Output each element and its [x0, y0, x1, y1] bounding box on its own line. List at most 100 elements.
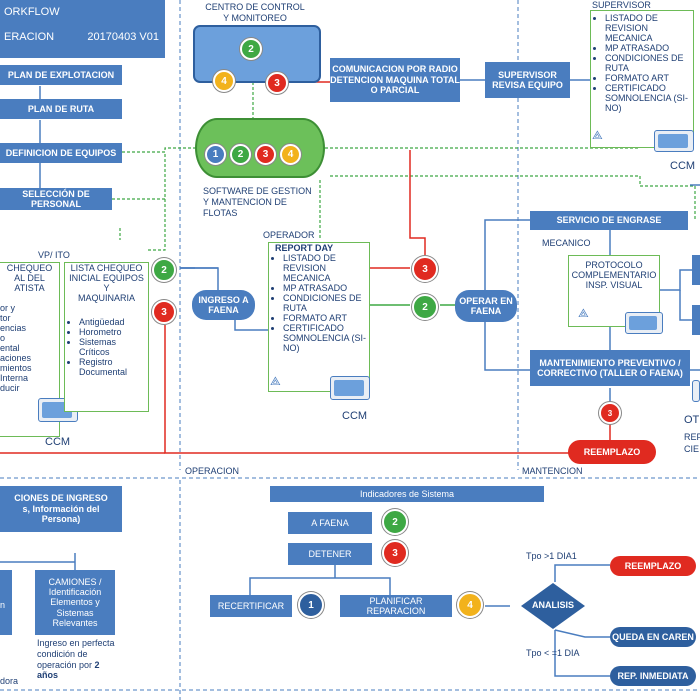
supervisor-doc-item: CERTIFICADO SOMNOLENCIA (SI-NO) [605, 83, 693, 113]
section-mantencion: MANTENCION [522, 466, 583, 476]
plan-explotacion-box: PLAN DE EXPLOTACION [0, 65, 122, 85]
report-day-item: CERTIFICADO SOMNOLENCIA (SI-NO) [283, 323, 369, 353]
software-circle-4: 4 [280, 144, 301, 165]
lista-doc-list: Antigüedad Horometro Sistemas Críticos R… [65, 317, 148, 377]
software-circle-1: 1 [205, 144, 226, 165]
queda-caren-node: QUEDA EN CAREN [610, 627, 696, 647]
header-banner: ORKFLOW ERACION 20170403 V01 [0, 0, 165, 58]
operador-label: OPERADOR [263, 230, 315, 240]
header-title-1: ORKFLOW [4, 6, 60, 18]
header-title-2: ERACION [4, 30, 55, 43]
section-operacion: OPERACION [185, 466, 240, 476]
left-doc-title: CHEQUEO AL DEL ATISTA [6, 263, 53, 293]
supervisor-doc-list: LISTADO DE REVISION MECANICA MP ATRASADO… [591, 13, 693, 113]
lista-doc-item: Sistemas Críticos [79, 337, 148, 357]
lista-doc-item: Registro Documental [79, 357, 148, 377]
report-day-doc: REPORT DAY LISTADO DE REVISION MECANICA … [268, 242, 370, 392]
logo-icon: ⟁ [270, 374, 281, 388]
mantenimiento-box: MANTENIMIENTO PREVENTIVO / CORRECTIVO (T… [530, 350, 690, 386]
reemplazo-bottom-node: REEMPLAZO [610, 556, 696, 576]
right-cut-rep: REP [684, 432, 700, 442]
analisis-diamond [521, 583, 585, 629]
ingreso-note-text: Ingreso en perfecta condición de operaci… [37, 638, 115, 670]
centro-control-label: CENTRO DE CONTROL Y MONITOREO [205, 2, 305, 23]
software-label: SOFTWARE DE GESTION Y MANTENCION DE FLOT… [203, 186, 312, 218]
mant-circle-3: 3 [599, 402, 621, 424]
right-cut-box [692, 305, 700, 335]
comunicacion-box: COMUNICACION POR RADIO DETENCION MAQUINA… [330, 58, 460, 102]
report-day-item: MP ATRASADO [283, 283, 369, 293]
analisis-label: ANALISIS [531, 600, 574, 610]
seleccion-personal-box: SELECCIÓN DE PERSONAL [0, 188, 112, 210]
a-faena-box: A FAENA [288, 512, 372, 534]
ingreso-faena-node: INGRESO A FAENA [192, 290, 255, 320]
supervisor-doc: LISTADO DE REVISION MECANICA MP ATRASADO… [590, 10, 694, 148]
reemplazo-top-node: REEMPLAZO [568, 440, 656, 464]
tablet-icon [625, 312, 663, 334]
supervisor-doc-item: FORMATO ART [605, 73, 693, 83]
header-version: 20170403 V01 [87, 30, 159, 43]
left-doc-item: encias [0, 323, 27, 333]
cut-box [0, 570, 12, 635]
flow-circle-3: 3 [152, 300, 176, 324]
left-doc-item: o [0, 333, 6, 343]
left-doc-item: aciones [0, 353, 32, 363]
lista-chequeo-doc: LISTA CHEQUEO INICIAL EQUIPOS Y MAQUINAR… [64, 262, 149, 412]
op-circle-3: 3 [412, 256, 438, 282]
operador-ccm: CCM [342, 410, 368, 422]
diamond-shape [521, 583, 585, 629]
cut-text: dora [0, 676, 19, 686]
supervisor-revisa-box: SUPERVISOR REVISA EQUIPO [485, 62, 570, 98]
left-doc-item: ducir [0, 383, 20, 393]
software-circle-2: 2 [230, 144, 251, 165]
camiones-box: CAMIONES / Identificación Elementos y Si… [35, 570, 115, 635]
plan-ruta-box: PLAN DE RUTA [0, 99, 122, 119]
servicio-engrase-box: SERVICIO DE ENGRASE [530, 211, 688, 230]
mecanico-label: MECANICO [542, 238, 591, 248]
ingreso-note: Ingreso en perfecta condición de operaci… [37, 638, 117, 681]
ingreso-note-bold: 2 años [37, 659, 100, 681]
left-doc-item: mientos [0, 363, 32, 373]
report-day-item: FORMATO ART [283, 313, 369, 323]
indicadores-header: Indicadores de Sistema [270, 486, 544, 502]
right-cut-cie: CIE [684, 444, 700, 454]
logo-icon: ⟁ [592, 128, 603, 142]
tpo-le-label: Tpo < =1 DIA [526, 648, 580, 658]
left-doc: CHEQUEO AL DEL ATISTA or y tor encias o … [0, 262, 60, 437]
planificar-box: PLANIFICAR REPARACION [340, 595, 452, 617]
a-faena-circle: 2 [382, 509, 408, 535]
centro-circle-2: 2 [240, 38, 262, 60]
recertificar-box: RECERTIFICAR [210, 595, 292, 617]
lista-doc-item: Horometro [79, 327, 148, 337]
report-day-title: REPORT DAY [275, 243, 334, 253]
supervisor-doc-item: LISTADO DE REVISION MECANICA [605, 13, 693, 43]
report-day-item: LISTADO DE REVISION MECANICA [283, 253, 369, 283]
condiciones-ingreso-box: CIONES DE INGRESO s, Información del Per… [0, 486, 122, 532]
left-ccm: CCM [45, 436, 71, 448]
flow-circle-2: 2 [152, 258, 176, 282]
left-doc-item: or y [0, 303, 16, 313]
tablet-icon [692, 380, 700, 402]
left-doc-item: tor [0, 313, 11, 323]
report-day-item: CONDICIONES DE RUTA [283, 293, 369, 313]
lista-doc-item: Antigüedad [79, 317, 148, 327]
recertificar-circle: 1 [298, 592, 324, 618]
detener-circle: 3 [382, 540, 408, 566]
report-day-list: LISTADO DE REVISION MECANICA MP ATRASADO… [269, 253, 369, 353]
left-doc-item: ental [0, 343, 20, 353]
lista-doc-title: LISTA CHEQUEO INICIAL EQUIPOS Y MAQUINAR… [69, 263, 144, 303]
supervisor-doc-item: MP ATRASADO [605, 43, 693, 53]
cut-box-label: n [0, 600, 6, 610]
tpo-gt-label: Tpo >1 DIA1 [526, 551, 577, 561]
centro-circle-3: 3 [266, 72, 288, 94]
supervisor-ccm: CCM [670, 160, 696, 172]
detener-box: DETENER [288, 543, 372, 565]
logo-icon: ⟁ [578, 306, 589, 320]
supervisor-label: SUPERVISOR [592, 0, 651, 10]
software-circle-3: 3 [255, 144, 276, 165]
planificar-circle: 4 [457, 592, 483, 618]
centro-circle-4: 4 [213, 70, 235, 92]
right-cut-ot: OT [684, 414, 700, 426]
op-circle-2: 2 [412, 294, 438, 320]
